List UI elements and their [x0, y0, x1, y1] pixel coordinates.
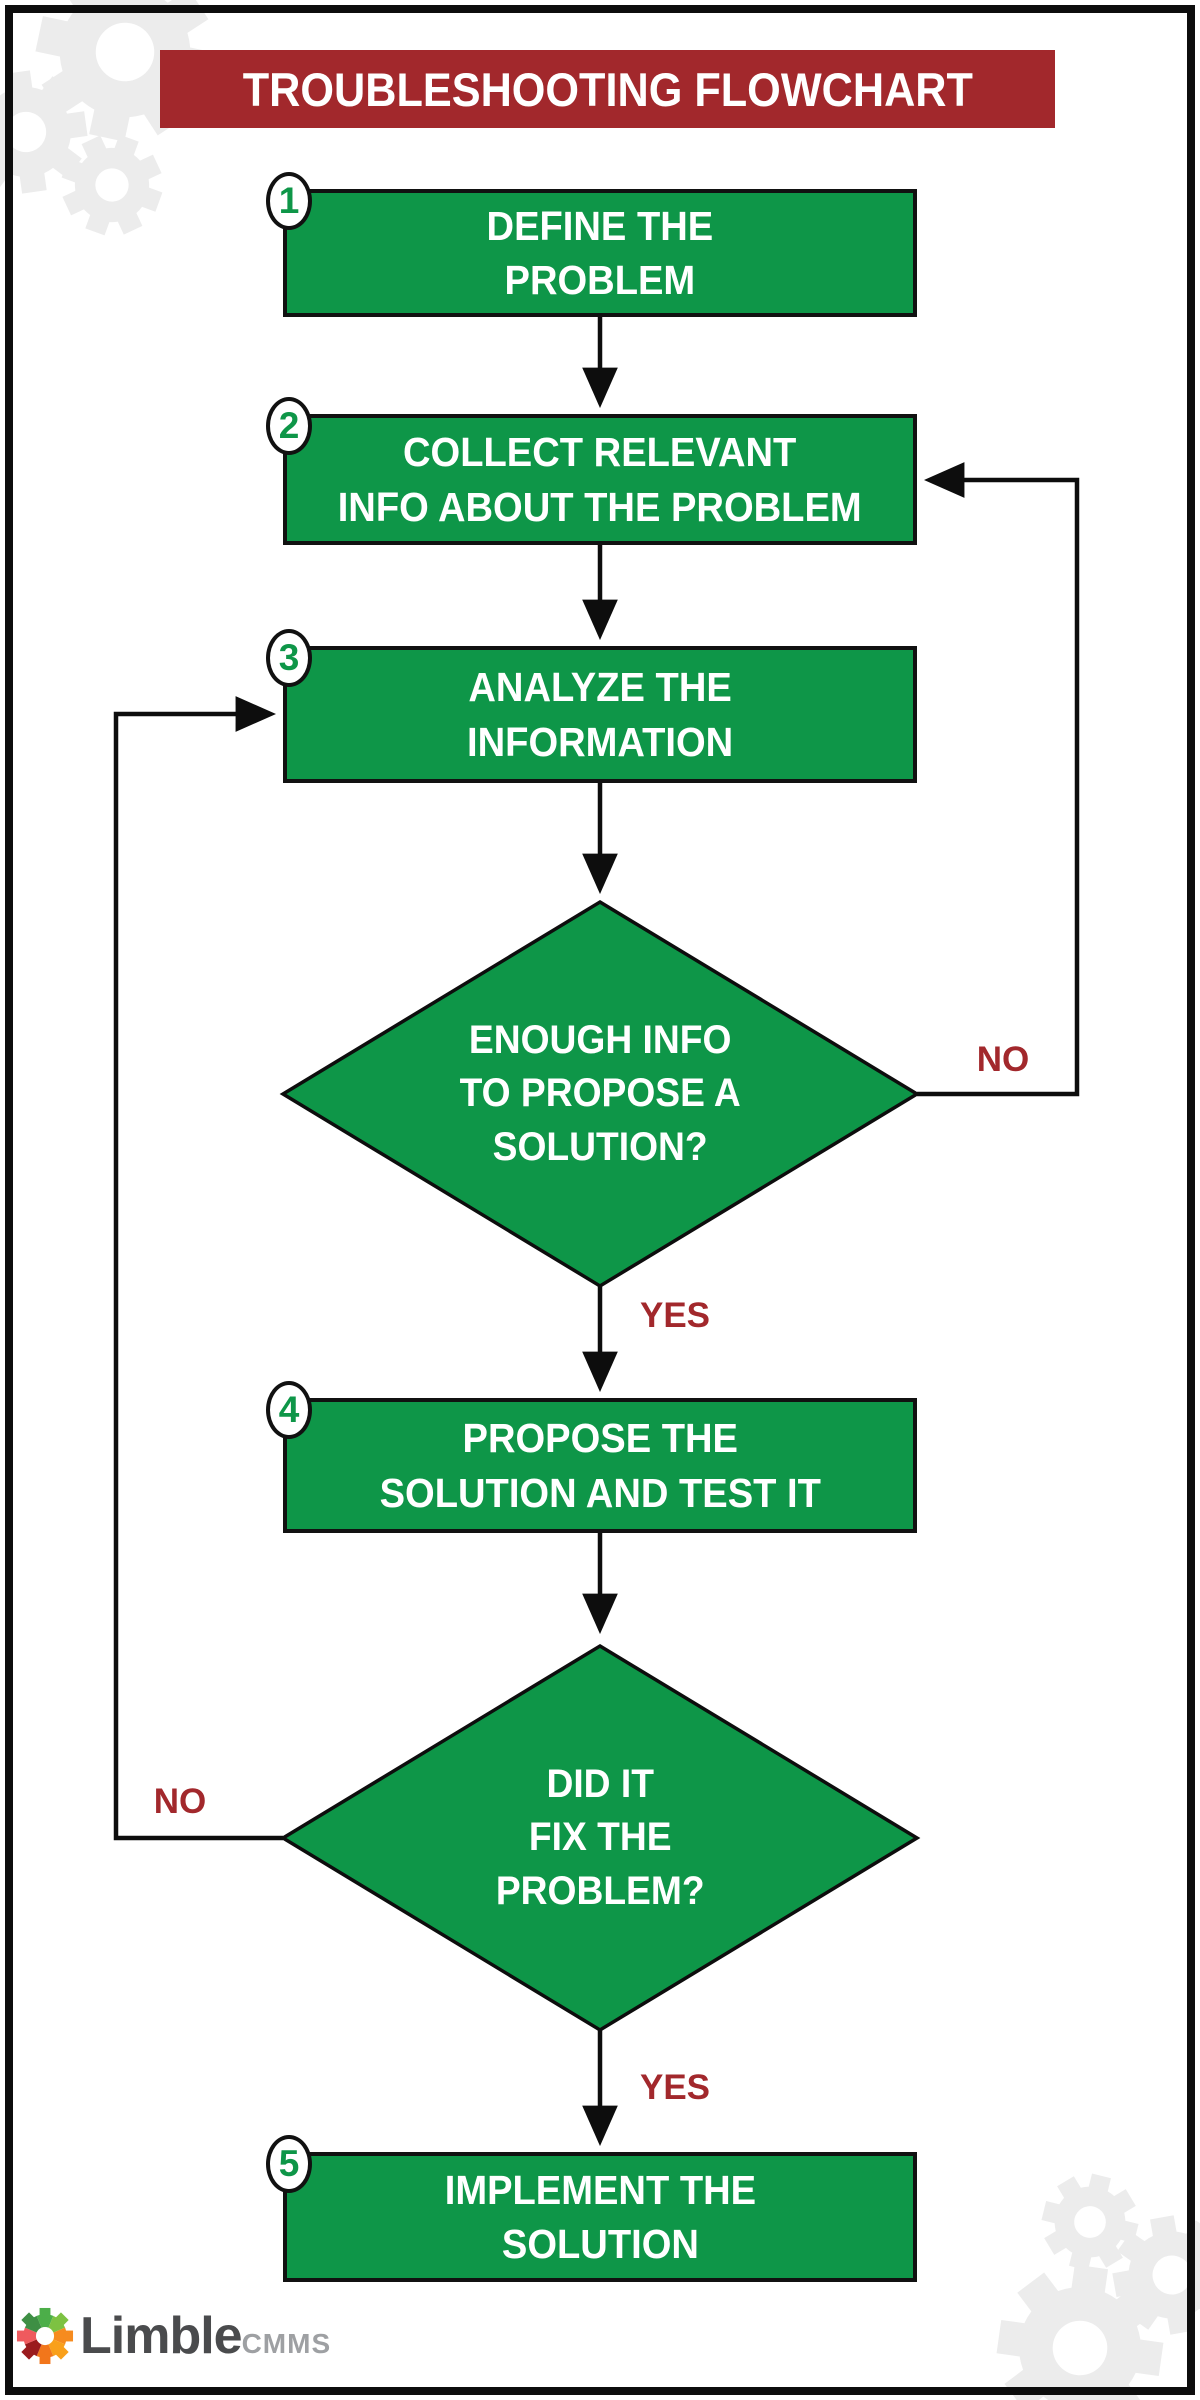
edge-label-text: YES [639, 2068, 711, 2107]
step-box-implement-solution: IMPLEMENT THE SOLUTION [283, 2152, 917, 2282]
step-label: IMPLEMENT THE SOLUTION [444, 2166, 756, 2267]
limble-cmms-logo: Limble CMMS [16, 2306, 331, 2366]
logo-suffix: CMMS [241, 2328, 332, 2359]
limble-pinwheel-gear-icon [16, 2307, 74, 2365]
edge-label-yes-2: YES [630, 2068, 720, 2108]
arrow-decision2-no-to-step3 [113, 696, 283, 1841]
step-number: 3 [278, 637, 300, 678]
decision-text: ENOUGH INFO TO PROPOSE A SOLUTION? [459, 1018, 741, 1169]
title-banner: TROUBLESHOOTING FLOWCHART [160, 50, 1055, 128]
step-number-badge-4: 4 [266, 1381, 312, 1439]
arrow-decision1-no-to-step2 [917, 462, 1080, 1097]
step-box-collect-info: COLLECT RELEVANT INFO ABOUT THE PROBLEM [283, 414, 917, 545]
step-number: 1 [278, 180, 300, 221]
step-number: 5 [278, 2143, 300, 2184]
step-number: 4 [278, 1389, 300, 1430]
edge-label-no-2: NO [135, 1782, 225, 1822]
step-box-define-problem: DEFINE THE PROBLEM [283, 189, 917, 317]
decision-label-did-it-fix: DID IT FIX THE PROBLEM? [400, 1718, 800, 1958]
decision-text: DID IT FIX THE PROBLEM? [495, 1762, 705, 1913]
edge-label-no-1: NO [958, 1040, 1048, 1080]
edge-label-text: YES [639, 1296, 711, 1335]
step-number-badge-2: 2 [266, 397, 312, 455]
step-label: COLLECT RELEVANT INFO ABOUT THE PROBLEM [338, 429, 862, 530]
step-label: ANALYZE THE INFORMATION [466, 664, 734, 765]
decision-label-enough-info: ENOUGH INFO TO PROPOSE A SOLUTION? [400, 974, 800, 1214]
decision-diamond-2 [279, 1643, 921, 2033]
step-number: 2 [278, 405, 300, 446]
step-box-propose-and-test: PROPOSE THE SOLUTION AND TEST IT [283, 1398, 917, 1533]
edge-label-text: NO [153, 1782, 207, 1821]
step-number-badge-5: 5 [266, 2135, 312, 2193]
logo-name: Limble [80, 2307, 243, 2365]
edge-label-text: NO [976, 1040, 1030, 1079]
page-title: TROUBLESHOOTING FLOWCHART [242, 62, 973, 116]
step-label: PROPOSE THE SOLUTION AND TEST IT [379, 1415, 821, 1516]
edge-label-yes-1: YES [630, 1296, 720, 1336]
step-label: DEFINE THE PROBLEM [486, 202, 714, 303]
step-number-badge-1: 1 [266, 172, 312, 230]
decision-diamond-1 [279, 899, 921, 1289]
step-box-analyze-information: ANALYZE THE INFORMATION [283, 646, 917, 783]
step-number-badge-3: 3 [266, 629, 312, 687]
